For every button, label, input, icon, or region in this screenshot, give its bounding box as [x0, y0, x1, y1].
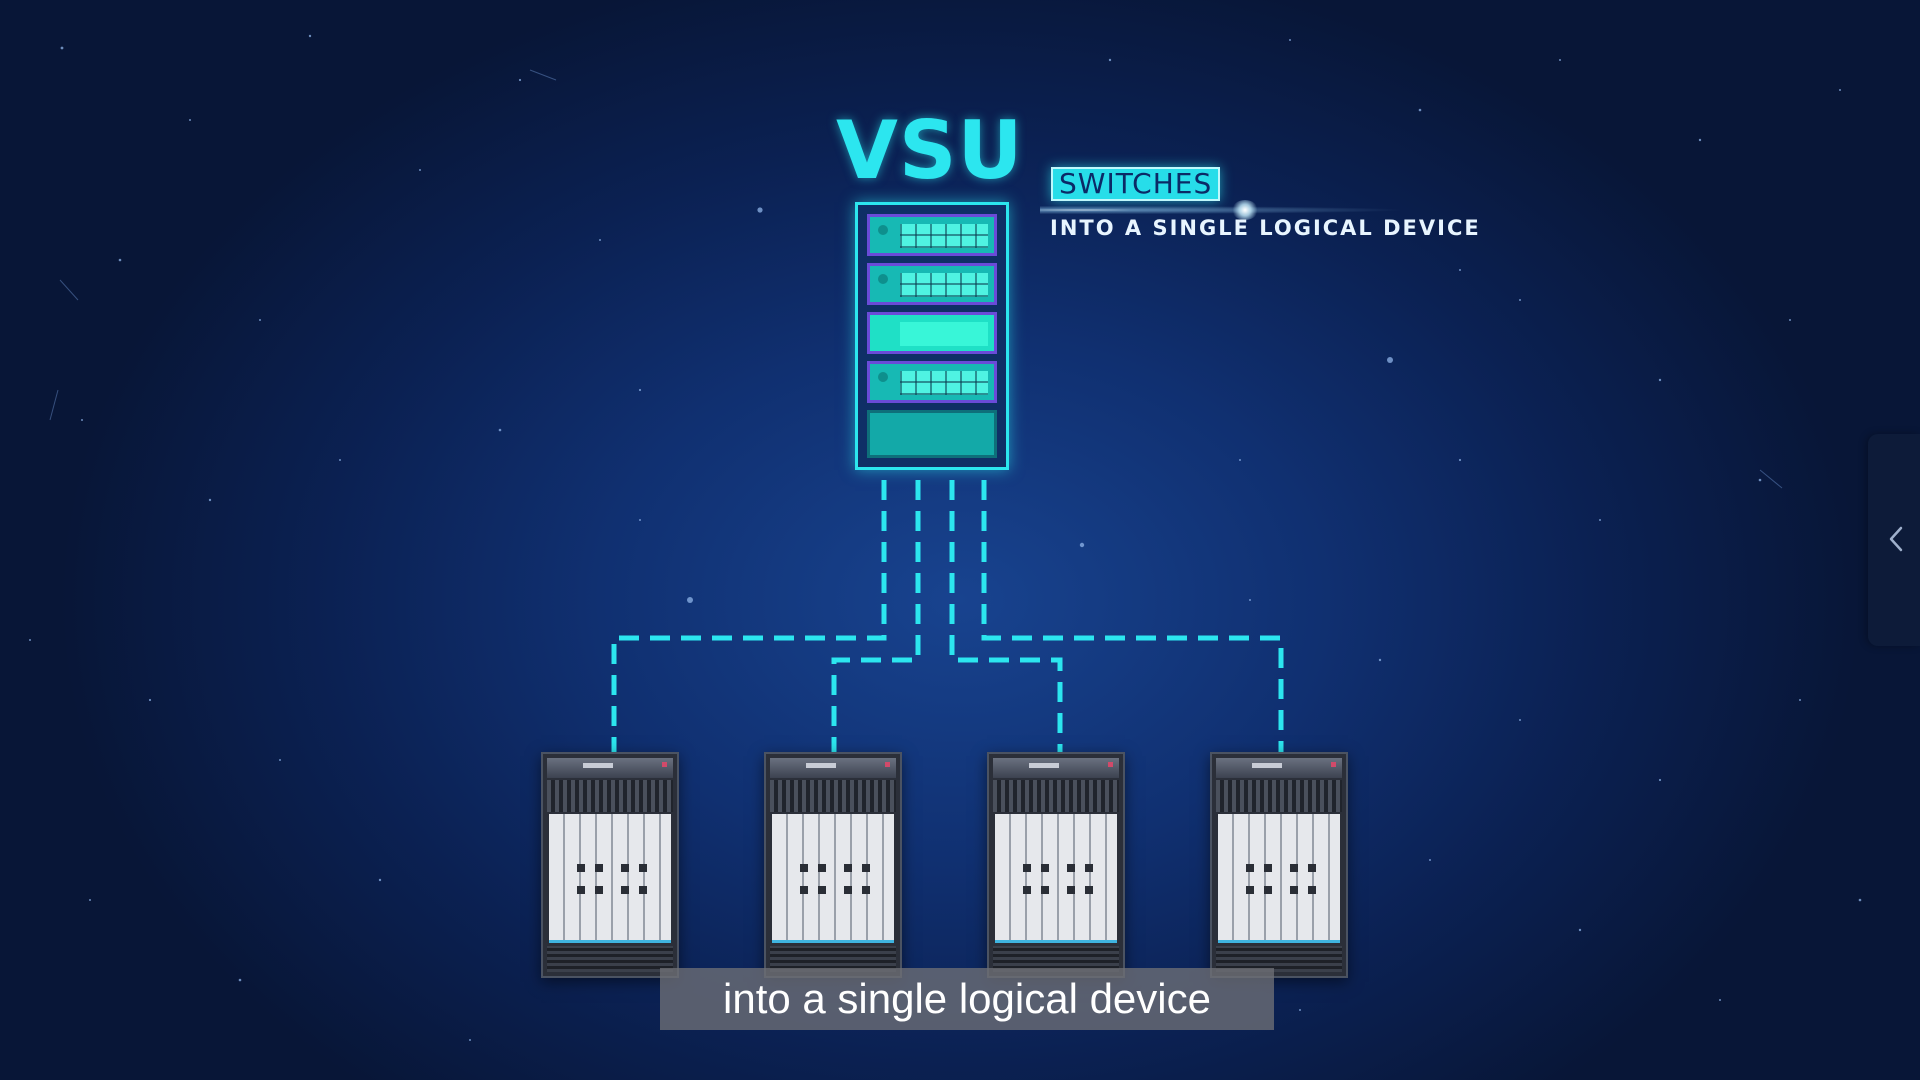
rack-unit — [867, 361, 997, 403]
port-grid — [900, 273, 988, 297]
subtitle-text: INTO A SINGLE LOGICAL DEVICE — [1050, 216, 1481, 240]
link-line — [611, 480, 887, 752]
logical-switch-rack — [855, 202, 1009, 470]
link-line — [949, 480, 1063, 752]
status-led — [878, 274, 888, 284]
switch-chassis-3 — [987, 752, 1125, 978]
vsu-title: VSU — [836, 104, 1024, 197]
switch-chassis-4 — [1210, 752, 1348, 978]
port-grid — [900, 322, 988, 346]
chevron-left-icon[interactable] — [1884, 524, 1908, 554]
status-led — [878, 225, 888, 235]
rack-unit — [867, 214, 997, 256]
light-flare — [1040, 205, 1460, 215]
port-grid — [900, 224, 988, 248]
subtitle-caption: into a single logical device — [660, 968, 1274, 1030]
rack-unit — [867, 263, 997, 305]
switch-chassis-2 — [764, 752, 902, 978]
switch-chassis-1 — [541, 752, 679, 978]
rack-base — [867, 410, 997, 458]
switches-tag: SWITCHES — [1051, 167, 1221, 201]
link-line — [981, 480, 1284, 752]
link-line — [831, 480, 921, 752]
side-panel-toggle[interactable] — [1868, 434, 1920, 646]
port-grid — [900, 371, 988, 395]
status-led — [878, 372, 888, 382]
rack-unit — [867, 312, 997, 354]
